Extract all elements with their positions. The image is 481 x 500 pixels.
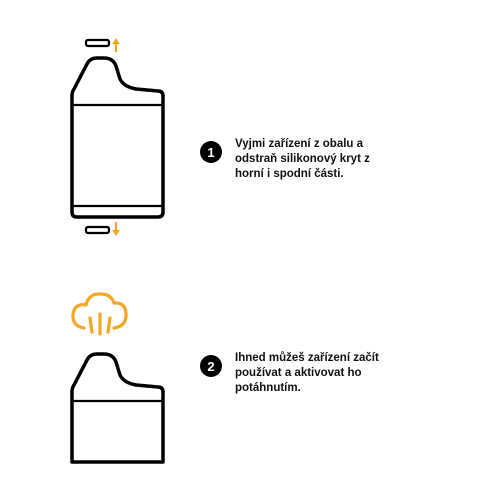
- device-body-icon: [70, 56, 165, 219]
- step-1: 1 Vyjmi zařízení z obalu a odstraň silik…: [200, 137, 395, 182]
- step-2-number-badge: 2: [200, 355, 222, 377]
- bottom-cap-icon: [84, 225, 111, 235]
- top-cap-icon: [84, 38, 111, 48]
- vapor-streams-icon: [88, 312, 112, 336]
- step-1-number-badge: 1: [200, 141, 222, 163]
- vapor-cloud-icon: [71, 292, 128, 330]
- step-2-instruction: Ihned můžeš zařízení začít používat a ak…: [235, 352, 379, 394]
- step-1-instruction: Vyjmi zařízení z obalu a odstraň silikon…: [235, 138, 370, 180]
- step-2-device-illustration: [70, 292, 165, 464]
- arrow-up-icon: [112, 38, 120, 53]
- device-body-2-icon: [70, 352, 165, 464]
- step-1-device-illustration: [70, 38, 165, 236]
- arrow-down-icon: [112, 221, 120, 236]
- step-2: 2 Ihned můžeš zařízení začít používat a …: [200, 351, 395, 396]
